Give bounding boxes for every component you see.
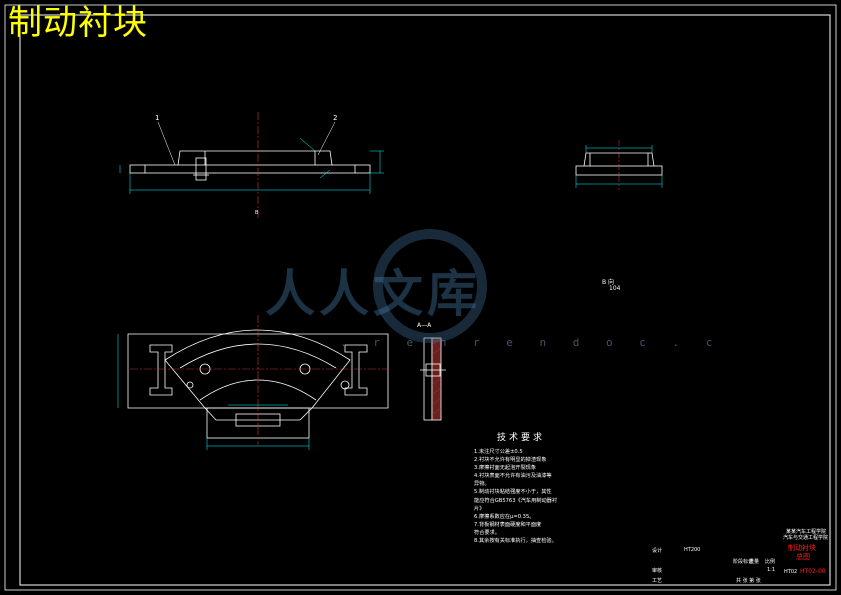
req-item: 能应符合GB5763《汽车用制动器衬 <box>474 497 558 504</box>
watermark-circle-icon <box>373 229 487 343</box>
req-item: 7.背板钢材表面硬度和平面度 <box>474 521 542 528</box>
drawing-title: 制动衬块 <box>8 3 148 43</box>
tb-material: HT200 <box>684 547 701 553</box>
req-item: 1.未注尺寸公差±0.5 <box>474 449 523 455</box>
watermark-text: 人人文库 <box>265 265 481 323</box>
tb-sheet-info: 共 张 第 张 <box>736 578 761 584</box>
tb-weight-label: 重量 <box>749 559 760 565</box>
req-item: 5.制动衬块粘结强度不小于，其性 <box>474 489 552 496</box>
tb-part-name2: 总图 <box>796 553 810 561</box>
tb-row-label-process: 工艺 <box>652 578 663 584</box>
tb-ratio-label: 比例 <box>765 559 776 565</box>
req-item: 片》 <box>474 505 485 512</box>
tech-requirements-list: 1.未注尺寸公差±0.5 2.衬块不允许有明显的掉渣现象 3.摩擦衬面无起泡开裂… <box>474 448 644 545</box>
top-view <box>119 112 384 220</box>
top-label-2: 2 <box>333 114 337 122</box>
tb-school: 某某汽车工程学院 <box>786 529 827 535</box>
tb-school2: 汽车与交通工程学院 <box>783 535 829 541</box>
section-label: A—A <box>417 322 432 329</box>
b-view-dimension: 104 <box>609 285 621 292</box>
tb-ratio: 1:1 <box>767 567 776 573</box>
b-view-label: B 向 <box>602 279 615 286</box>
req-item: 异物。 <box>474 481 490 488</box>
watermark-url: . r e n r e n d o c . c <box>340 336 723 349</box>
tb-row-label-design: 设计 <box>652 548 663 554</box>
front-view <box>117 315 389 450</box>
tech-requirements-heading: 技术要求 <box>497 433 546 443</box>
req-item: 4.衬块表面不允许有油污及油漆等 <box>474 473 552 480</box>
tb-row-label-review: 审核 <box>652 568 663 574</box>
top-label-1: 1 <box>155 114 159 122</box>
tb-stage-label: 阶段标记 <box>733 559 754 565</box>
section-mark-b: B <box>255 210 259 216</box>
side-view <box>575 140 663 190</box>
tb-drawing-no: HT02 <box>784 569 798 575</box>
req-item: 3.摩擦衬面无起泡开裂现象 <box>474 465 537 472</box>
req-item: 6.摩擦系数应在μ=0.35。 <box>474 513 535 520</box>
tb-red-code: HT02-00 <box>800 568 826 575</box>
req-item: 2.衬块不允许有明显的掉渣现象 <box>474 457 547 464</box>
req-item: 8.其余按有关标准执行，抽查检验。 <box>474 538 557 545</box>
outer-frame <box>4 4 837 591</box>
inner-frame <box>19 14 831 586</box>
watermark-logo <box>373 229 487 343</box>
tb-part-name: 制动衬块 <box>788 544 816 552</box>
section-a-a <box>420 337 446 421</box>
req-item: 符合要求。 <box>474 529 500 536</box>
